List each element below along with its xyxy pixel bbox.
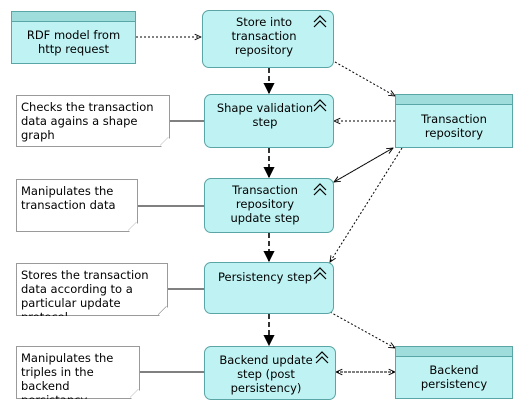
note-persistency[interactable]: Stores the transaction data according to… [16,263,168,316]
backend-update-label: Backend update step (post persistency) [219,353,313,395]
note-2-text: Manipulates the transaction data [21,184,116,212]
note-1-text: Checks the transaction data agains a sha… [21,100,154,142]
shape-validation-label: Shape validation step [216,101,314,129]
store-label: Store into transaction repository [231,15,297,57]
rdf-model-data-object[interactable]: RDF model from http request [11,11,136,64]
data-object-header-band [396,95,512,105]
access-repo-to-persistency [330,147,403,262]
data-object-header-band [396,347,512,357]
transaction-update-label: Transaction repository update step [230,183,300,225]
process-chevron-icon [313,99,327,112]
note-shape-validation[interactable]: Checks the transaction data agains a sha… [16,95,170,147]
data-object-header-band [12,12,135,22]
access-update-repo [333,148,393,183]
backend-persistency-label: Backend persistency [420,363,488,391]
note-fold [128,222,137,231]
process-shape-validation[interactable]: Shape validation step [204,94,334,148]
process-store-into-repository[interactable]: Store into transaction repository [202,10,334,68]
transaction-repository-label: Transaction repository [421,111,487,140]
note-3-text: Stores the transaction data according to… [21,268,149,324]
access-update-repo-rev [334,147,394,182]
note-transaction-update[interactable]: Manipulates the transaction data [16,179,138,232]
access-store-to-repo [327,57,395,96]
persistency-step-label: Persistency step [217,270,313,284]
process-transaction-update[interactable]: Transaction repository update step [204,178,334,233]
process-chevron-icon [313,15,327,28]
process-chevron-icon [313,183,327,196]
backend-persistency-data-object[interactable]: Backend persistency [395,346,513,399]
note-fold [158,306,167,315]
process-backend-update[interactable]: Backend update step (post persistency) [204,346,336,400]
process-chevron-icon [313,267,327,280]
note-fold [130,389,139,398]
note-backend-update[interactable]: Manipulates the triples in the backend p… [16,346,140,399]
process-persistency-step[interactable]: Persistency step [204,262,334,314]
note-fold [160,137,169,146]
rdf-model-label: RDF model from http request [26,28,121,56]
note-4-text: Manipulates the triples in the backend p… [21,351,114,407]
transaction-repository-data-object[interactable]: Transaction repository [395,94,513,148]
access-persistency-to-backend [329,311,395,348]
process-chevron-icon [315,351,329,364]
